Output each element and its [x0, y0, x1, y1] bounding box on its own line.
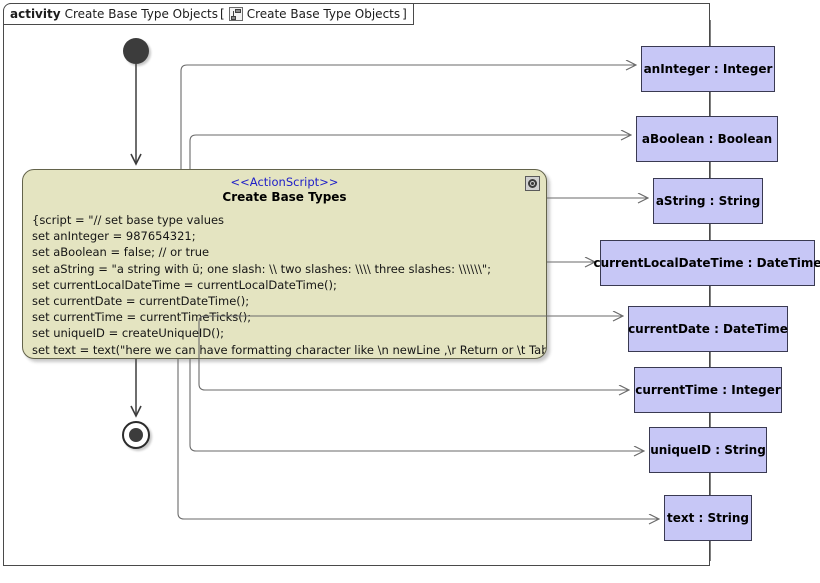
- object-node-uniqueID[interactable]: uniqueID : String: [649, 427, 767, 473]
- action-script-line: set currentDate = currentDateTime();: [32, 294, 250, 309]
- object-node-aString[interactable]: aString : String: [653, 178, 763, 224]
- frame-activity-name: Create Base Type Objects: [64, 7, 218, 21]
- action-script-line: set anInteger = 987654321;: [32, 229, 196, 244]
- activity-frame-label: activity Create Base Type Objects [ Crea…: [3, 3, 414, 25]
- frame-diagram-name: Create Base Type Objects: [246, 7, 401, 21]
- activity-diagram-icon: [228, 7, 243, 21]
- action-script-line: set aBoolean = false; // or true: [32, 245, 210, 260]
- action-script-line: {script = "// set base type values: [32, 213, 225, 227]
- initial-node[interactable]: [123, 38, 149, 64]
- action-script-line: set aString = "a string with ü; one slas…: [32, 261, 492, 276]
- frame-bracket-open: [: [220, 7, 225, 21]
- activity-final-node[interactable]: [122, 421, 150, 449]
- action-title: Create Base Types: [222, 190, 347, 204]
- action-node-create-base-types[interactable]: <<ActionScript>> Create Base Types {scri…: [22, 169, 547, 359]
- object-node-currentLocalDateTime[interactable]: currentLocalDateTime : DateTime: [593, 240, 820, 286]
- action-script-line: set currentTime = currentTimeTicks();: [32, 310, 252, 325]
- object-node-text[interactable]: text : String: [664, 495, 752, 541]
- frame-bracket-close: ]: [402, 7, 407, 21]
- action-script-line: set text = text("here we can have format…: [32, 342, 547, 357]
- frame-keyword: activity: [10, 7, 61, 21]
- action-script-line: set uniqueID = createUniqueID();: [32, 326, 225, 341]
- object-node-anInteger[interactable]: anInteger : Integer: [641, 46, 775, 92]
- action-settings-icon[interactable]: [525, 176, 540, 191]
- action-script-body: {script = "// set base type values set an…: [32, 212, 546, 358]
- object-node-currentTime[interactable]: currentTime : Integer: [634, 367, 782, 413]
- object-node-currentDate[interactable]: currentDate : DateTime: [628, 306, 788, 352]
- action-stereotype: <<ActionScript>>: [230, 175, 339, 189]
- action-script-line: set currentLocalDateTime = currentLocalD…: [32, 277, 337, 292]
- object-node-aBoolean[interactable]: aBoolean : Boolean: [636, 116, 778, 162]
